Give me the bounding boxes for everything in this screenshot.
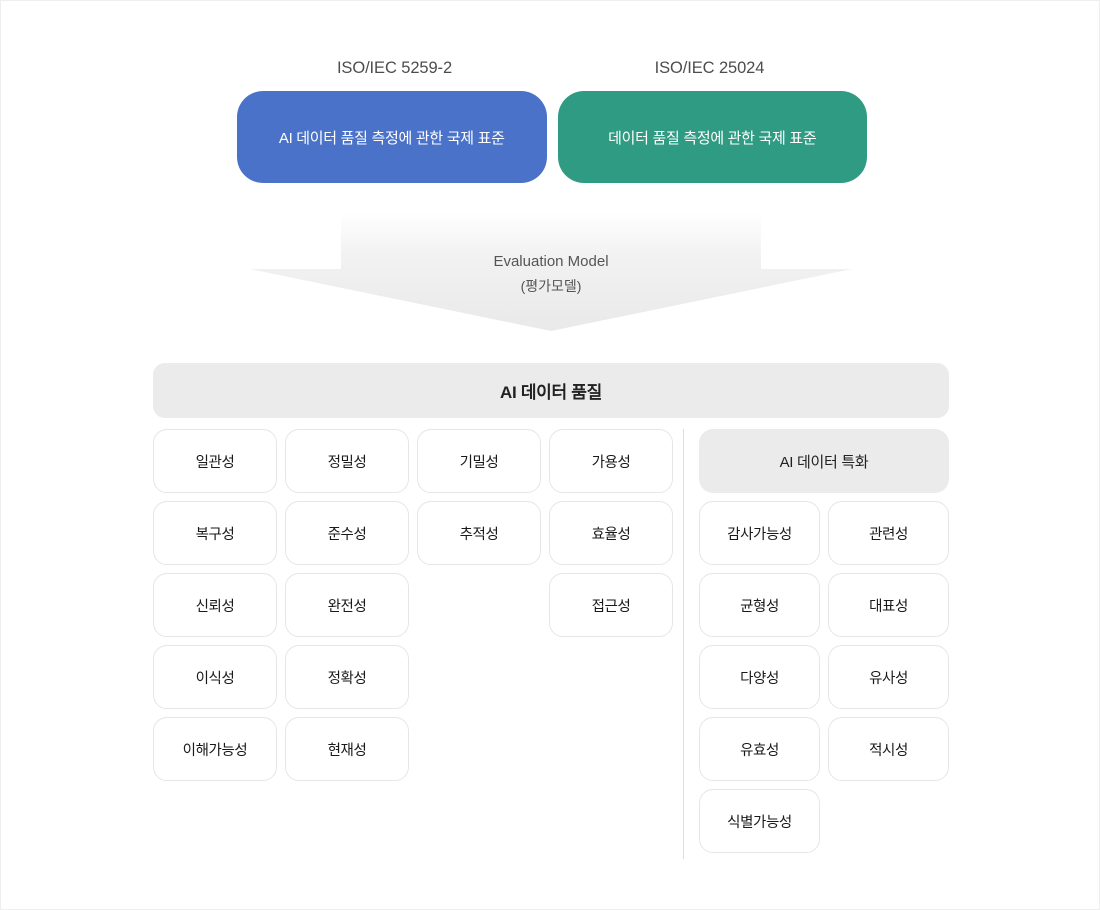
ai-specialization-columns: 감사가능성 균형성 다양성 유효성 식별가능성 관련성 대표성 유사성 적시성 — [699, 501, 949, 853]
standards-label-row: ISO/IEC 5259-2 ISO/IEC 25024 — [237, 55, 867, 81]
quality-chip[interactable]: 추적성 — [417, 501, 541, 565]
ai-specialization-column-0: 감사가능성 균형성 다양성 유효성 식별가능성 — [699, 501, 820, 853]
quality-chip[interactable]: 가용성 — [549, 429, 673, 493]
quality-column-2: 기밀성 추적성 — [417, 429, 541, 781]
ai-specialization-chip[interactable]: 대표성 — [828, 573, 949, 637]
ai-specialization-title: AI 데이터 특화 — [699, 429, 949, 493]
quality-chip[interactable]: 접근성 — [549, 573, 673, 637]
quality-column-1: 정밀성 준수성 완전성 정확성 현재성 — [285, 429, 409, 781]
ai-specialization-title-label: AI 데이터 특화 — [779, 453, 869, 471]
quality-attributes-area: 일관성 복구성 신뢰성 이식성 이해가능성 정밀성 준수성 완전성 정확성 현재… — [153, 429, 949, 869]
quality-column-0: 일관성 복구성 신뢰성 이식성 이해가능성 — [153, 429, 277, 781]
quality-chip[interactable]: 효율성 — [549, 501, 673, 565]
standard-code-1: ISO/IEC 25024 — [654, 59, 765, 77]
ai-specialization-chip[interactable]: 유효성 — [699, 717, 820, 781]
ai-specialization-chip[interactable]: 감사가능성 — [699, 501, 820, 565]
standard-desc-0: AI 데이터 품질 측정에 관한 국제 표준 — [278, 129, 505, 147]
quality-chip[interactable]: 완전성 — [285, 573, 409, 637]
ai-specialization-chip[interactable]: 유사성 — [828, 645, 949, 709]
ai-data-quality-title-label: AI 데이터 품질 — [500, 383, 602, 402]
ai-specialization-chip[interactable]: 관련성 — [828, 501, 949, 565]
quality-chip[interactable]: 신뢰성 — [153, 573, 277, 637]
quality-chip[interactable]: 정확성 — [285, 645, 409, 709]
quality-chip[interactable]: 이식성 — [153, 645, 277, 709]
standard-code-0: ISO/IEC 5259-2 — [336, 59, 453, 77]
quality-chip[interactable]: 복구성 — [153, 501, 277, 565]
ai-specialization-chip[interactable]: 적시성 — [828, 717, 949, 781]
ai-specialization-chip[interactable]: 균형성 — [699, 573, 820, 637]
ai-specialization-section: AI 데이터 특화 감사가능성 균형성 다양성 유효성 식별가능성 관련성 대표… — [699, 429, 949, 853]
ai-specialization-column-1: 관련성 대표성 유사성 적시성 — [828, 501, 949, 853]
standards-box-row: AI 데이터 품질 측정에 관한 국제 표준 데이터 품질 측정에 관한 국제 … — [237, 91, 867, 183]
quality-column-3: 가용성 효율성 접근성 — [549, 429, 673, 781]
quality-chip[interactable]: 일관성 — [153, 429, 277, 493]
quality-chip[interactable]: 이해가능성 — [153, 717, 277, 781]
quality-chip[interactable]: 현재성 — [285, 717, 409, 781]
standard-box-5259-2: AI 데이터 품질 측정에 관한 국제 표준 — [237, 91, 547, 183]
quality-chip[interactable]: 정밀성 — [285, 429, 409, 493]
section-divider — [683, 429, 684, 859]
quality-chip[interactable]: 준수성 — [285, 501, 409, 565]
ai-specialization-chip[interactable]: 식별가능성 — [699, 789, 820, 853]
standard-desc-1: 데이터 품질 측정에 관한 국제 표준 — [608, 129, 817, 147]
general-quality-columns: 일관성 복구성 신뢰성 이식성 이해가능성 정밀성 준수성 완전성 정확성 현재… — [153, 429, 673, 781]
ai-specialization-chip[interactable]: 다양성 — [699, 645, 820, 709]
standard-box-25024: 데이터 품질 측정에 관한 국제 표준 — [557, 91, 867, 183]
evaluation-model-arrow — [250, 213, 852, 331]
ai-data-quality-title: AI 데이터 품질 — [153, 363, 949, 418]
quality-chip[interactable]: 기밀성 — [417, 429, 541, 493]
